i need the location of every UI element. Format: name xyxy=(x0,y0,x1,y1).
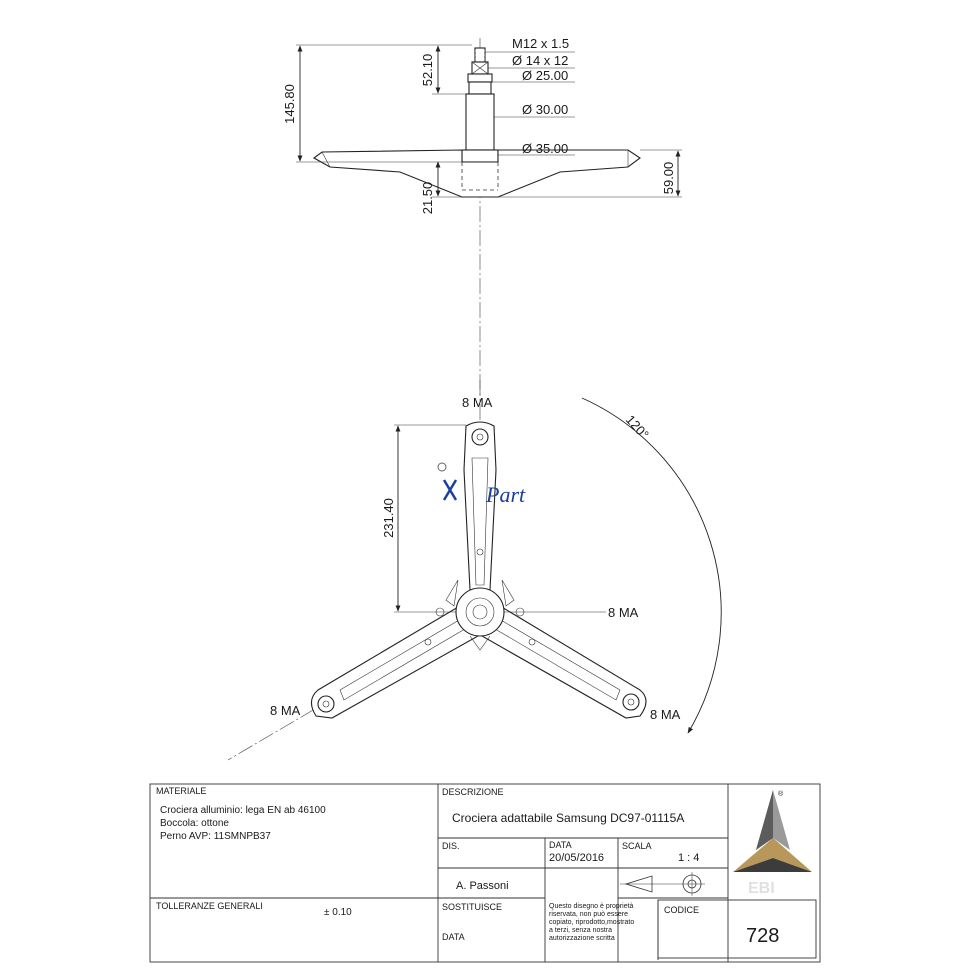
hole-top-label: 8 MA xyxy=(462,395,493,410)
sostituisce-label: SOSTITUISCE xyxy=(442,902,502,912)
notice-line-2: riservata, non può essere xyxy=(549,911,628,918)
codice-value: 728 xyxy=(746,925,779,947)
shaft-30 xyxy=(465,93,495,151)
shaft-35 xyxy=(461,149,499,163)
hub xyxy=(455,587,505,637)
plan-view: 120° xyxy=(227,380,722,761)
dim-52-10: 52.10 xyxy=(420,54,435,87)
dim-21-50: 21.50 xyxy=(420,182,435,215)
hole-top xyxy=(471,428,489,446)
notice-line-4: a terzi, senza nostra xyxy=(549,927,612,934)
material-line-2: Boccola: ottone xyxy=(160,818,229,829)
codice-label: CODICE xyxy=(664,905,699,915)
shaft-25 xyxy=(468,81,492,95)
dia-35-callout: Ø 35.00 xyxy=(522,141,568,156)
author: A. Passoni xyxy=(456,880,509,892)
hole-right-label: 8 MA xyxy=(650,707,681,722)
spider-arms xyxy=(310,421,647,719)
bushing-dia-callout: Ø 14 x 12 xyxy=(512,53,568,68)
angle-arc xyxy=(581,397,722,734)
angle-label: 120° xyxy=(623,412,652,442)
projection-symbol xyxy=(620,872,705,896)
description-label: DESCRIZIONE xyxy=(442,787,504,797)
tolerance-value: ± 0.10 xyxy=(324,907,352,918)
scala-label: SCALA xyxy=(622,841,652,851)
tolerance-label: TOLLERANZE GENERALI xyxy=(156,901,263,911)
scala-value: 1 : 4 xyxy=(678,852,699,864)
material-line-1: Crociera alluminio: lega EN ab 46100 xyxy=(160,805,326,816)
side-view: 145.80 52.10 21.50 59.00 M12 x 1.5 Ø 14 … xyxy=(282,36,682,395)
hole-left xyxy=(317,695,335,713)
hole-center-label: 8 MA xyxy=(608,605,639,620)
material-label: MATERIALE xyxy=(156,786,206,796)
ebi-logo: ® EBI xyxy=(733,790,812,897)
dia-30-callout: Ø 30.00 xyxy=(522,102,568,117)
material-line-3: Perno AVP: 11SMNPB37 xyxy=(160,831,271,842)
notice-line-5: autorizzazione scritta xyxy=(549,935,615,942)
dim-231-40: 231.40 xyxy=(381,498,396,538)
hole-left-label: 8 MA xyxy=(270,703,301,718)
dis-label: DIS. xyxy=(442,841,460,851)
tools-icon xyxy=(442,479,458,501)
hole-right xyxy=(622,693,640,711)
data2-label: DATA xyxy=(442,932,465,942)
watermark-logo: Part xyxy=(437,462,526,507)
dim-59-00: 59.00 xyxy=(661,162,676,195)
title-block: MATERIALE Crociera alluminio: lega EN ab… xyxy=(149,783,821,963)
description-value: Crociera adattabile Samsung DC97-01115A xyxy=(452,811,684,825)
thread-callout: M12 x 1.5 xyxy=(512,36,569,51)
data-value: 20/05/2016 xyxy=(549,852,604,864)
dim-145-80: 145.80 xyxy=(282,84,297,124)
notice-line-3: copiato, riprodotto,mostrato xyxy=(549,919,634,926)
logo-text: EBI xyxy=(748,880,775,897)
watermark-text: Part xyxy=(485,482,526,507)
dia-25-callout: Ø 25.00 xyxy=(522,68,568,83)
data-label: DATA xyxy=(549,840,572,850)
notice-line-1: Questo disegno è proprietà xyxy=(549,903,634,910)
registered-mark: ® xyxy=(778,790,784,798)
